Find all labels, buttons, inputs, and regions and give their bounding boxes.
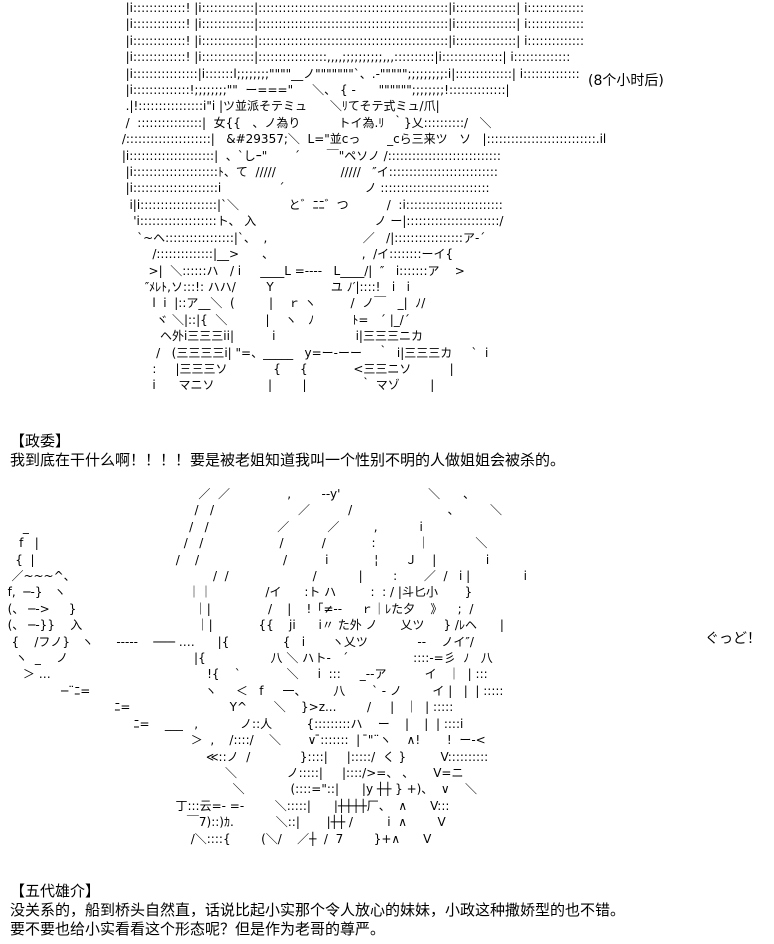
top-ascii-art-panel: |i:::::::::::::! |i:::::::::::::|:::::::… xyxy=(121,1,607,393)
thumbs-up-caption: ぐっど！ xyxy=(705,631,761,647)
dialogue-line-1: 我到底在干什么啊！！！！要是被老姐知道我叫一个性别不明的人做姐姐会被杀的。 xyxy=(10,451,566,469)
speaker-name-1: 【政委】 xyxy=(10,432,71,450)
speaker-name-2: 【五代雄介】 xyxy=(10,882,101,900)
dialogue-line-2b: 要不要也给小实看看这个形态呢？但是作为老哥的尊严。 xyxy=(10,920,386,938)
time-skip-note: (8个小时后) xyxy=(588,73,664,89)
bottom-ascii-art-panel: ／ ／ , --y' ＼ 、 / / ／ / 、 ＼ _ xyxy=(7,487,527,846)
dialogue-line-2a: 没关系的，船到桥头自然直，话说比起小实那个令人放心的妹妹，小政这种撒娇型的也不错… xyxy=(10,901,626,919)
